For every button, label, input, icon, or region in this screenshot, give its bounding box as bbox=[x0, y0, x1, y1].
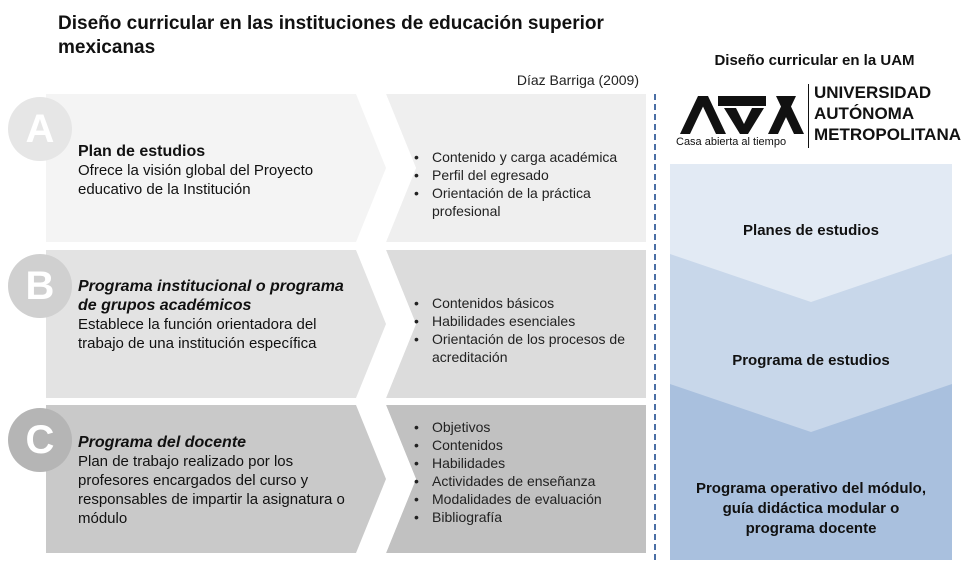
list-item: Contenidos básicos bbox=[412, 294, 632, 312]
uam-logo-line2: AUTÓNOMA bbox=[814, 104, 915, 123]
row-a-text: Plan de estudios Ofrece la visión global… bbox=[78, 142, 348, 199]
list-item: Objetivos bbox=[412, 418, 642, 436]
list-item: Orientación de los procesos de acreditac… bbox=[412, 330, 632, 366]
list-item: Modalidades de evaluación bbox=[412, 490, 642, 508]
source-citation: Díaz Barriga (2009) bbox=[516, 72, 639, 88]
uam-logo: Casa abierta al tiempo UNIVERSIDAD AUTÓN… bbox=[672, 80, 961, 150]
row-a-description: Ofrece la visión global del Proyecto edu… bbox=[78, 162, 314, 198]
uam-logo-separator bbox=[808, 84, 809, 148]
row-c-description: Plan de trabajo realizado por los profes… bbox=[78, 453, 345, 527]
list-item: Habilidades bbox=[412, 454, 642, 472]
row-c-heading: Programa del docente bbox=[78, 434, 247, 451]
row-c-letter-badge: C bbox=[8, 408, 72, 472]
uam-logo-wordmark: UNIVERSIDAD AUTÓNOMA METROPOLITANA bbox=[814, 82, 961, 145]
row-b-letter-badge: B bbox=[8, 254, 72, 318]
uam-level-1-label: Planes de estudios bbox=[743, 222, 879, 239]
row-b-left-panel bbox=[46, 250, 386, 398]
row-a-chevron bbox=[356, 94, 416, 242]
row-b-description: Establece la función orientadora del tra… bbox=[78, 316, 317, 352]
list-item: Perfil del egresado bbox=[412, 166, 632, 184]
row-a-left-panel bbox=[46, 94, 386, 242]
list-item: Orientación de la práctica profesional bbox=[412, 184, 632, 220]
uam-section-title: Diseño curricular en la UAM bbox=[714, 52, 915, 69]
list-item: Contenido y carga académica bbox=[412, 148, 632, 166]
list-item: Contenidos bbox=[412, 436, 642, 454]
row-a-letter-badge: A bbox=[8, 97, 72, 161]
row-a-bullets: Contenido y carga académica Perfil del e… bbox=[412, 148, 632, 220]
row-b-bullets: Contenidos básicos Habilidades esenciale… bbox=[412, 294, 632, 366]
uam-level-3-label: Programa operativo del módulo, guía didá… bbox=[695, 480, 927, 537]
uam-levels-diagram bbox=[670, 164, 952, 560]
row-c-bullets: Objetivos Contenidos Habilidades Activid… bbox=[412, 418, 642, 526]
list-item: Habilidades esenciales bbox=[412, 312, 632, 330]
uam-logo-line3: METROPOLITANA bbox=[814, 125, 961, 144]
section-divider bbox=[654, 94, 656, 560]
list-item: Actividades de enseñanza bbox=[412, 472, 642, 490]
row-c-left-panel bbox=[46, 405, 386, 553]
page-title: Diseño curricular en las instituciones d… bbox=[58, 13, 604, 58]
row-b-heading: Programa institucional o programa de gru… bbox=[78, 278, 344, 314]
row-a-heading: Plan de estudios bbox=[78, 143, 206, 160]
uam-logo-tagline: Casa abierta al tiempo bbox=[676, 136, 787, 148]
uam-level-2-label: Programa de estudios bbox=[732, 352, 890, 369]
uam-level-1-shape bbox=[670, 164, 952, 302]
row-b-text: Programa institucional o programa de gru… bbox=[78, 277, 353, 353]
uam-level-2-shape bbox=[670, 250, 952, 432]
row-c-chevron bbox=[356, 405, 416, 553]
uam-logo-mark bbox=[680, 96, 804, 134]
row-b-chevron bbox=[356, 250, 416, 398]
row-c-text: Programa del docente Plan de trabajo rea… bbox=[78, 433, 358, 528]
uam-logo-line1: UNIVERSIDAD bbox=[814, 83, 932, 102]
list-item: Bibliografía bbox=[412, 508, 642, 526]
